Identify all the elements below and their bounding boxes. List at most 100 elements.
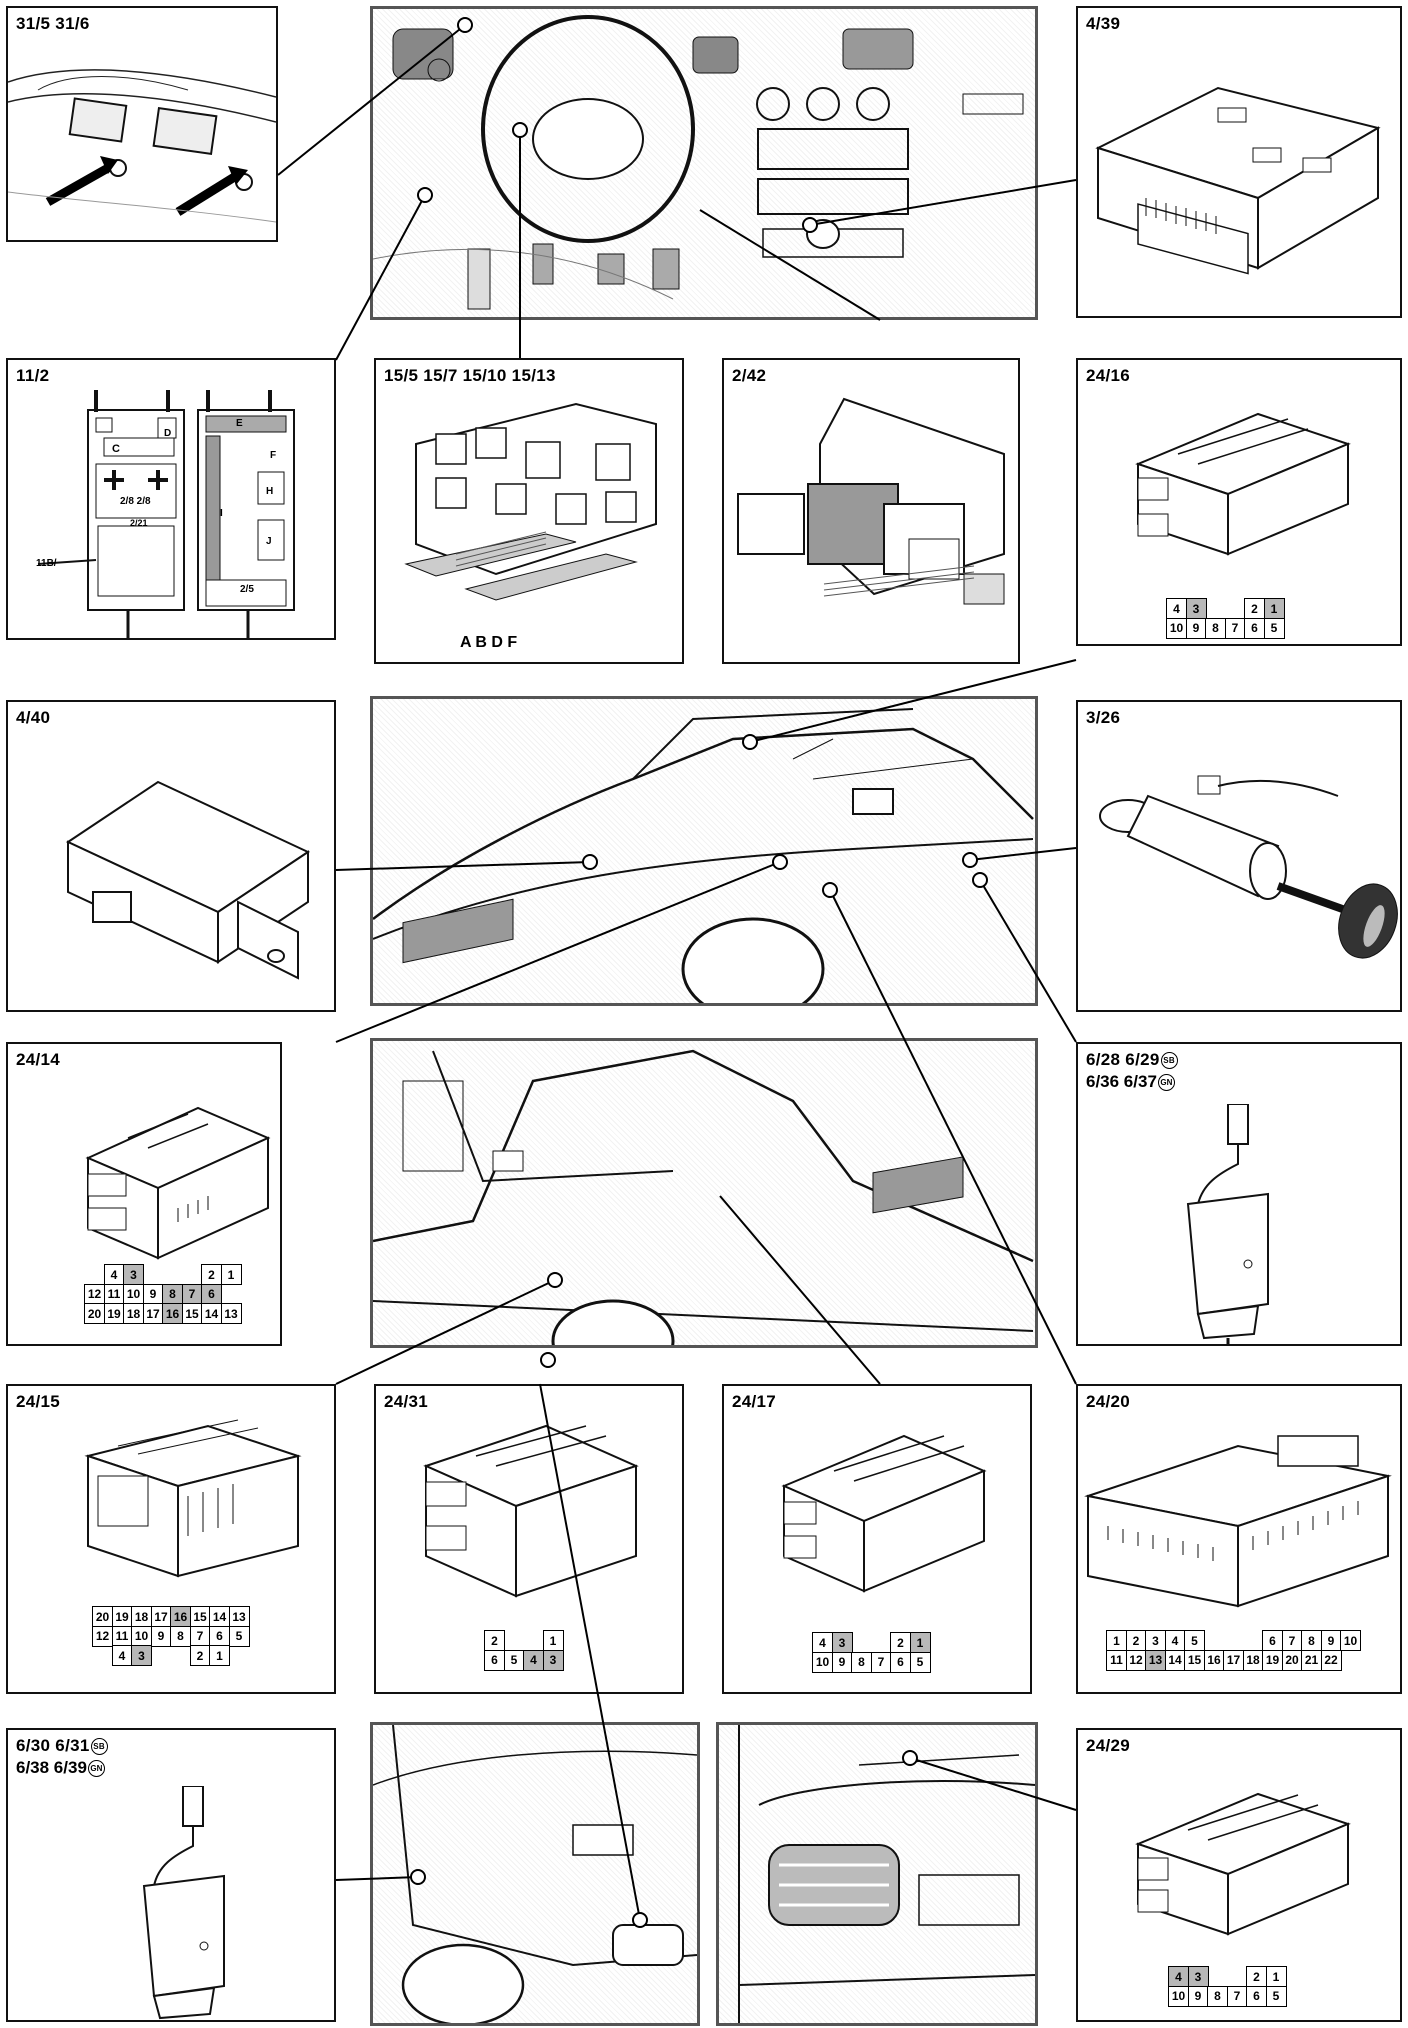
pin-cell: 1: [542, 1630, 564, 1651]
pin-gap: [84, 1264, 105, 1285]
pin-cell: 20: [1281, 1649, 1303, 1671]
pin-cell: 4: [1166, 598, 1187, 619]
pin-cell: 17: [150, 1606, 172, 1627]
pin-cell: 15: [181, 1303, 203, 1324]
pin-cell: 10: [1340, 1630, 1361, 1651]
relay-board-illustration: [404, 402, 657, 601]
car-side-illustration: [373, 1049, 1034, 1345]
pin-cell: 3: [1185, 598, 1207, 619]
pin-cell: 19: [1262, 1649, 1283, 1671]
pin-cell: 11: [103, 1283, 125, 1305]
pin-cell: 8: [170, 1625, 191, 1647]
control-module-illustration: [65, 780, 311, 980]
pin-gap: [151, 1645, 172, 1666]
photo-rear-tailgate: [716, 1722, 1038, 2026]
badge-gn: GN: [1157, 1074, 1175, 1092]
rear-tailgate-illustration: [738, 1725, 1035, 2023]
pin-gap: [1225, 598, 1246, 619]
pin-gap: [851, 1632, 872, 1653]
pin-cell: 10: [1168, 1985, 1189, 2007]
fuse-label-11b: 11B/: [36, 558, 57, 569]
pin-cell: 20: [92, 1606, 113, 1627]
panel-label: 24/17: [732, 1392, 777, 1411]
connector-illustration: [85, 1106, 271, 1260]
pin-cell: 19: [103, 1303, 125, 1324]
pin-gap: [1205, 598, 1226, 619]
panel-label: 3/26: [1086, 708, 1121, 727]
pin-cell: 13: [220, 1303, 242, 1324]
panel-label: 4/40: [16, 708, 51, 727]
pin-cell: 2: [201, 1264, 222, 1285]
pin-cell: 11: [111, 1625, 133, 1647]
panel-4-40: 4/40: [6, 700, 336, 1012]
pin-cell: 5: [1184, 1630, 1205, 1651]
panel-31-5-31-6: 31/5 31/6: [6, 6, 278, 242]
connector-illustration: [781, 1434, 987, 1593]
panel-label: 4/39: [1086, 14, 1121, 33]
pin-cell: 9: [831, 1651, 853, 1673]
pin-cell: 5: [909, 1651, 931, 1673]
connector-illustration: [1135, 412, 1351, 556]
pin-cell: 10: [1166, 617, 1187, 639]
photo-car-front: [370, 696, 1038, 1006]
panel-label: 24/31: [384, 1392, 429, 1411]
pin-cell: 7: [1226, 1985, 1248, 2007]
photo-car-side: [370, 1038, 1038, 1348]
pin-cell: 18: [131, 1606, 152, 1627]
badge-gn: GN: [87, 1760, 105, 1778]
fuse-label-i: I: [220, 508, 223, 519]
pin-gap: [871, 1632, 892, 1653]
pin-cell: 6: [201, 1283, 222, 1305]
pin-cell: 15: [1184, 1649, 1205, 1671]
pin-cell: 6: [1262, 1630, 1283, 1651]
pin-gap: [504, 1630, 525, 1651]
pin-cell: 2: [1244, 598, 1265, 619]
pin-cell: 9: [1187, 1985, 1209, 2007]
pin-cell: 5: [503, 1649, 525, 1671]
pin-cell: 8: [851, 1651, 872, 1673]
pin-cell: 7: [181, 1283, 203, 1305]
pin-cell: 4: [103, 1264, 125, 1285]
pin-cell: 12: [84, 1283, 105, 1305]
connector-illustration: [1084, 1435, 1392, 1608]
pin-gap: [143, 1264, 164, 1285]
panel-label: 24/14: [16, 1050, 61, 1069]
connector-letters: A B D F: [460, 634, 518, 651]
panel-2-42: 2/42: [722, 358, 1020, 664]
pin-cell: 8: [1301, 1630, 1322, 1651]
pin-cell: 12: [92, 1625, 113, 1647]
pin-gap: [162, 1264, 183, 1285]
ground-connector-illustration: [8, 69, 276, 223]
panel-label: 31/5 31/6: [16, 14, 90, 33]
pin-cell: 17: [1223, 1649, 1244, 1671]
pin-cell: 4: [1164, 1630, 1186, 1651]
panel-11-2: 11/2 C D E F H I J 2/8 2/8 2/21 2/5 11B/: [6, 358, 336, 640]
pin-cell: 10: [131, 1625, 152, 1647]
pin-cell: 2: [189, 1645, 211, 1666]
photo-dashboard: [370, 6, 1038, 320]
fuse-label-f: F: [270, 450, 277, 461]
pin-cell: 9: [1185, 617, 1207, 639]
pin-cell: 4: [111, 1645, 133, 1666]
pin-cell: 1: [909, 1632, 931, 1653]
pin-cell: 3: [123, 1264, 144, 1285]
pin-cell: 2: [484, 1630, 505, 1651]
fuse-label-h: H: [266, 486, 274, 497]
fuse-label-2-21: 2/21: [130, 518, 148, 528]
badge-sb: SB: [90, 1738, 108, 1756]
pin-cell: 13: [1145, 1649, 1166, 1671]
fuse-label-e: E: [236, 418, 243, 429]
